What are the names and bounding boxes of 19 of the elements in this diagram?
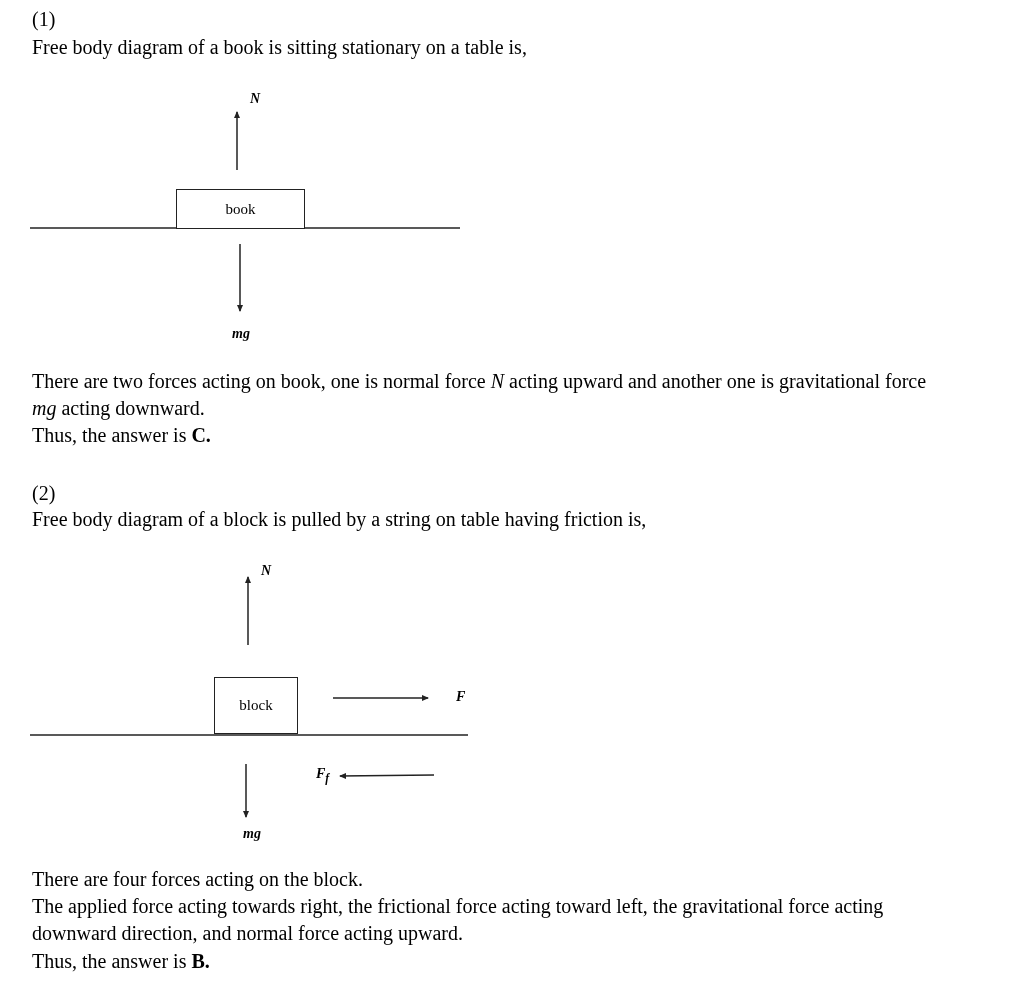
answer-text: Thus, the answer is C. — [32, 423, 212, 448]
book-box — [176, 189, 305, 229]
explanation-paragraph: There are two forces acting on book, one is normal force N acting upward and another one is gravitational force mg acting downward. — [32, 369, 928, 422]
answer-text: Thus, the answer is B. — [32, 949, 211, 974]
body-label: book — [225, 200, 256, 218]
body-label: block — [239, 697, 273, 714]
section-number: (1) — [32, 7, 57, 33]
force-label: mg — [232, 326, 250, 342]
force-label: N — [250, 91, 261, 107]
force-label: F — [456, 689, 466, 705]
block-box — [214, 677, 298, 734]
question-text: Free body diagram of a book is sitting stationary on a table is, — [32, 35, 528, 61]
force-label: mg — [243, 826, 261, 842]
question-text: Free body diagram of a block is pulled by a string on table having friction is, — [32, 507, 648, 533]
section-number: (2) — [32, 481, 57, 507]
explanation-paragraph: The applied force acting towards right, the frictional force acting toward left, the gravitational force acting downward direction, and normal force acting upward. — [32, 894, 885, 947]
force-label: N — [261, 563, 272, 579]
explanation-text: There are four forces acting on the block. — [32, 867, 364, 893]
force-label: F$_{f}$ — [316, 766, 330, 787]
